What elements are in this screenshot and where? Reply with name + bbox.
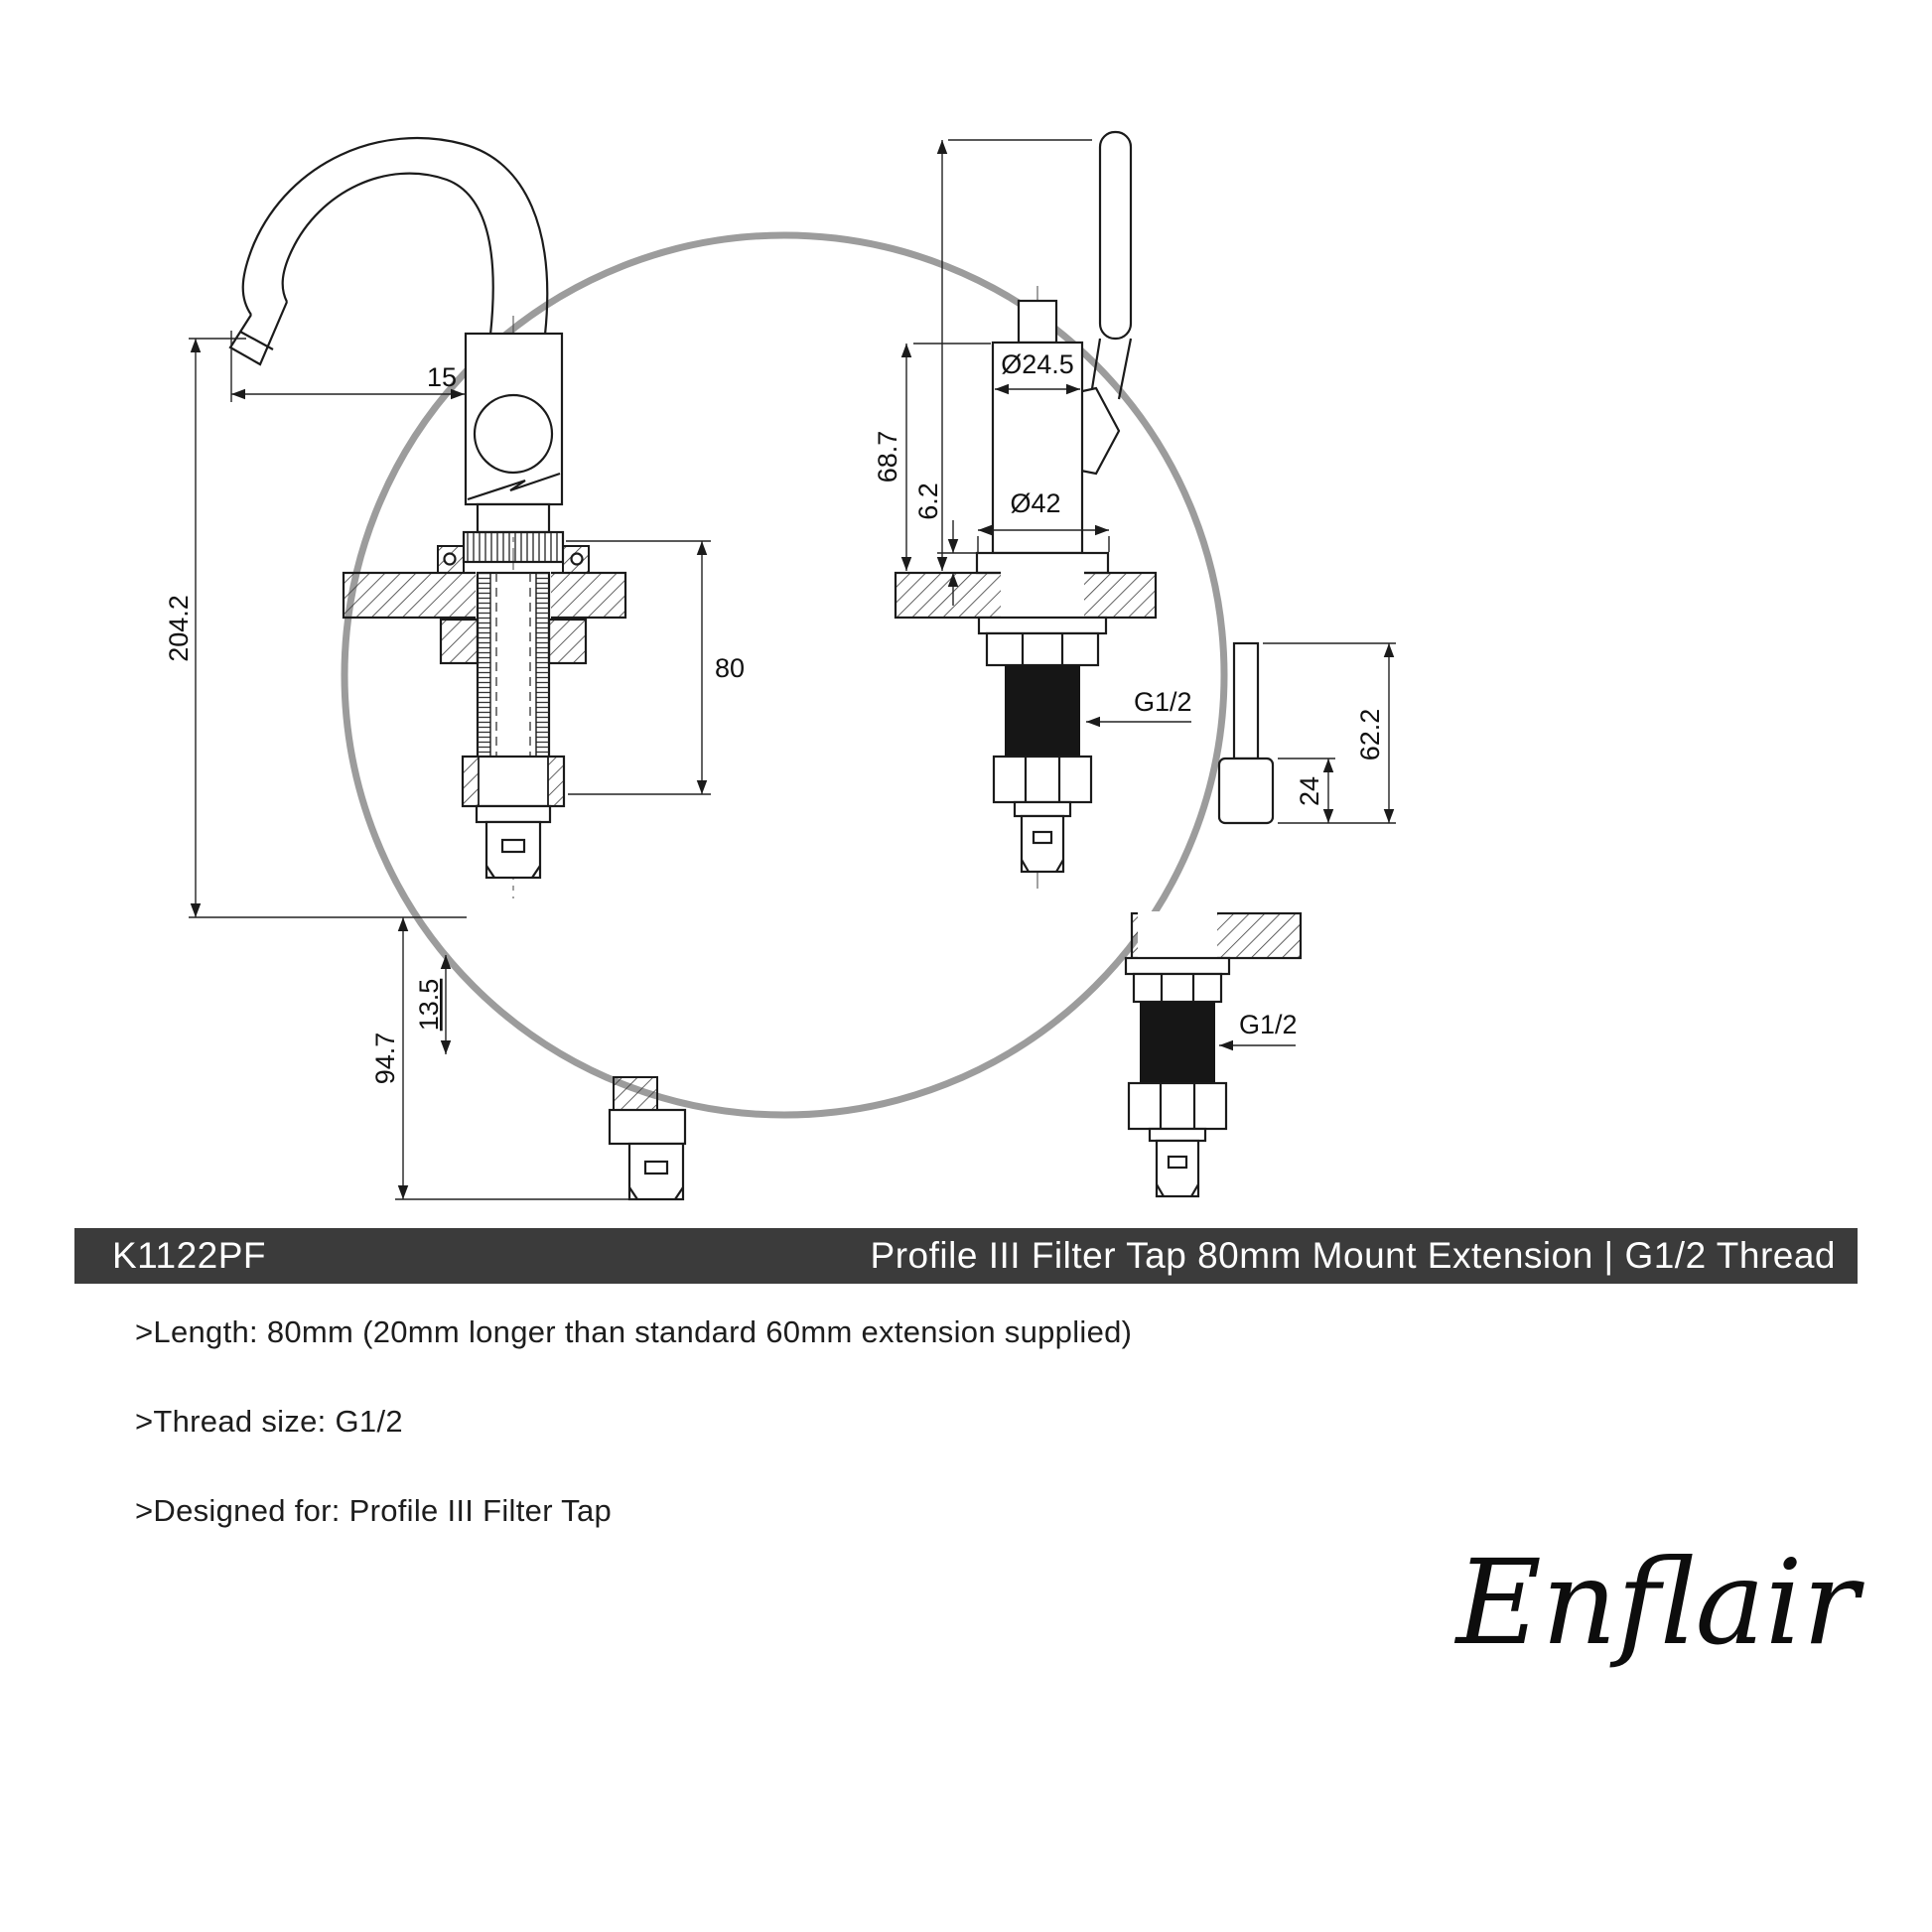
detail-circle [341, 231, 1228, 1119]
dim-height-above: 204.2 [164, 595, 194, 662]
brand-logo: Enflair [1455, 1534, 1859, 1671]
spout-outline [241, 136, 549, 336]
lever-handle [1098, 130, 1133, 341]
dimensions: 15 204.2 94.7 13.5 80 68.7 6.2 Ø24.5 [164, 139, 1396, 1200]
tap-body-side [991, 341, 1084, 555]
threaded-shank [1005, 665, 1080, 757]
product-title: Profile III Filter Tap 80mm Mount Extens… [870, 1235, 1836, 1276]
hose-connector [484, 820, 542, 880]
side-view [894, 130, 1303, 1198]
dim-body-height: 68.7 [873, 431, 902, 483]
lower-right-assembly [1124, 911, 1303, 1198]
dim-thread-1: G1/2 [1134, 687, 1192, 717]
dim-extension-length: 80 [715, 653, 745, 683]
dim-handle-width: 24 [1295, 776, 1324, 806]
spec-line-length: >Length: 80mm (20mm longer than standard… [135, 1314, 1133, 1349]
spec-line-designed-for: >Designed for: Profile III Filter Tap [135, 1493, 613, 1528]
knurl-section [462, 530, 565, 564]
dim-top-diameter: Ø24.5 [1001, 349, 1074, 379]
model-code: K1122PF [112, 1235, 267, 1276]
dim-thread-2: G1/2 [1239, 1010, 1298, 1039]
front-view [228, 136, 687, 1201]
dim-plate-thickness: 6.2 [913, 483, 943, 520]
base-plate [975, 551, 1110, 575]
dim-spout-reach: 15 [427, 362, 457, 392]
spout-nozzle [228, 301, 289, 366]
backnut [439, 618, 480, 665]
connector-detail [608, 1076, 687, 1201]
spec-header-bar: K1122PF Profile III Filter Tap 80mm Moun… [74, 1228, 1858, 1284]
threaded-shank-2 [1140, 1002, 1215, 1083]
dim-base-diameter: Ø42 [1010, 488, 1060, 518]
spec-line-thread: >Thread size: G1/2 [135, 1404, 403, 1439]
handle-profile [1232, 641, 1260, 760]
dim-handle-height: 62.2 [1355, 709, 1385, 761]
technical-drawing: 15 204.2 94.7 13.5 80 68.7 6.2 Ø24.5 [164, 130, 1396, 1201]
lever-ball [473, 393, 554, 475]
dim-below-detail: 13.5 [414, 979, 444, 1032]
dim-below-bench: 94.7 [370, 1033, 400, 1085]
